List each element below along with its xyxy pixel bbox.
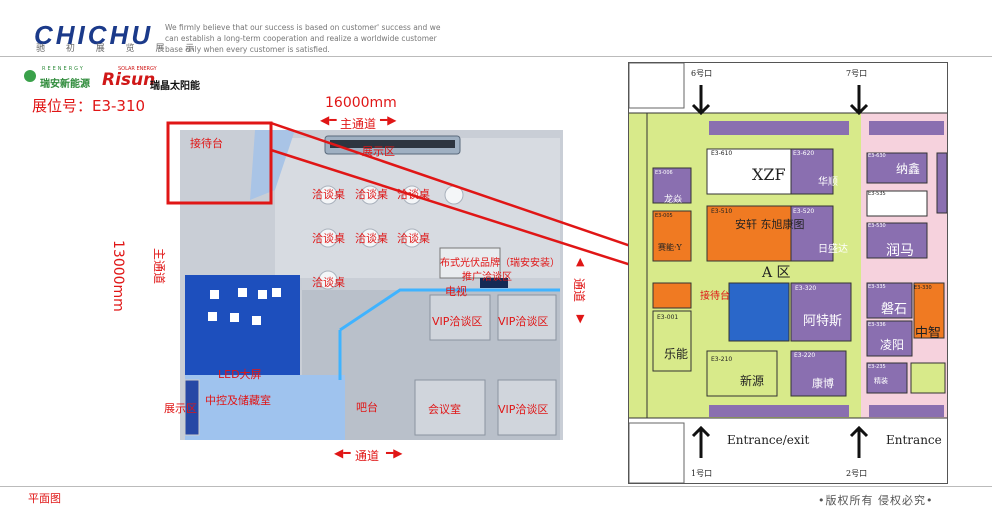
gate-6-label: 6号口 [691,69,713,78]
booth-id: E3-510 [711,208,733,215]
booth-height-dimension: 13000mm [110,240,126,312]
tv-label: 电视 [445,285,467,298]
booth-id: E3-320 [795,285,817,292]
gate-2-label: 2号口 [846,469,868,478]
booth-id: E3-610 [711,150,733,157]
vip-room-label: VIP洽谈区 [432,315,483,328]
booth-name: XZF [752,165,786,184]
booth-id: E3-005 [655,213,673,219]
negotiation-table-label: 洽谈桌 [312,232,345,245]
negotiation-table-label: 洽谈桌 [397,232,430,245]
vip-room-label: VIP洽谈区 [498,315,549,328]
header-divider [0,56,992,57]
aisle-right-label: 通道 [572,278,586,303]
main-aisle-left-label: 主通道 [152,248,166,285]
brand-left-name: 瑞安新能源 [40,79,90,90]
product-area-label: 布式光伏品牌（瑞安安装） [440,258,560,269]
booth-name: 精装 [874,377,888,385]
arrow-left-bottom-icon: ◀━ [334,446,351,460]
booth-id: E3-001 [657,314,679,321]
booth-name: 润马 [886,243,914,259]
led-screen-label: LED大屏 [218,368,262,381]
booth-name: 阿特斯 [803,314,843,329]
booth-name: 华顺 [818,177,838,188]
booth-name: 中智 [915,326,942,341]
copyright-notice: •版权所有 侵权必究• [818,494,934,507]
booth-id: E3-006 [655,170,673,176]
arrow-right-icon: ━▶ [380,113,397,127]
entrance-label: Entrance [886,433,942,447]
control-room-label: 中控及储藏室 [205,394,271,407]
booth-name: 安轩 东旭康图 [735,218,805,231]
booth-name: 乐能 [664,347,689,361]
negotiation-table-label: 洽谈桌 [397,188,430,201]
company-tagline: We firmly believe that our success is ba… [165,23,441,54]
booth-id: E3-330 [914,285,932,291]
booth-id: E3-530 [868,223,886,229]
entrance-exit-label: Entrance/exit [727,433,810,447]
brand-right-name: Risun [102,70,156,90]
vip-room-label: VIP洽谈区 [498,403,549,416]
booth-name: 赛能·Y [658,243,682,252]
aisle-bottom-label: 通道 [355,449,380,463]
gate-7-label: 7号口 [846,69,868,78]
arrow-left-icon: ◀━ [320,113,337,127]
booth-id: E3-336 [868,322,886,328]
booth-name: 龙焱 [664,195,683,205]
booth-id: E3-630 [868,153,886,159]
hall-reception-label: 接待台 [700,291,730,302]
hall-map-graphic [628,62,948,484]
reenergy-leaf-icon [24,70,36,82]
booth-id: E3-210 [711,356,733,363]
footer-divider [0,486,992,487]
booth-name: 纳鑫 [896,162,921,176]
booth-name: 磐石 [881,302,908,317]
booth-id: E3-520 [793,208,815,215]
promo-area-label: 推广洽谈区 [462,272,512,283]
booth-name: 新源 [740,374,765,388]
booth-name: 凌阳 [880,338,905,352]
booth-id: E3-235 [868,364,886,370]
display-area-top-label: 展示区 [362,145,395,158]
brand-right-cn: 瑞晶太阳能 [150,81,200,92]
arrow-down-icon: ▼ [576,312,585,325]
gate-1-label: 1号口 [691,469,713,478]
company-logo-subtitle: 驰 初 展 览 展 示 [36,44,204,54]
reception-label: 接待台 [190,137,223,150]
booth-name: 康博 [812,377,834,390]
arrow-right-bottom-icon: ━▶ [386,446,403,460]
bar-counter-label: 吧台 [356,401,378,414]
booth-name: 日盛达 [818,244,848,255]
arrow-up-icon: ▲ [576,255,585,268]
company-logo: CHICHU [34,20,154,50]
booth-id: E3-335 [868,284,886,290]
booth-width-dimension: 16000mm [325,95,397,111]
booth-plan-graphic [180,130,563,440]
booth-number: 展位号：E3-310 [32,97,146,115]
negotiation-table-label: 洽谈桌 [312,276,345,289]
negotiation-table-label: 洽谈桌 [355,188,388,201]
display-area-left-label: 展示区 [164,402,197,415]
plan-label: 平面图 [28,492,61,505]
brand-left-small: REENERGY [42,66,85,72]
booth-id: E3-535 [868,191,886,197]
negotiation-table-label: 洽谈桌 [355,232,388,245]
zone-a-label: A 区 [762,265,791,281]
booth-id: E3-620 [793,150,815,157]
main-aisle-top-label: 主通道 [340,117,377,131]
booth-plan [180,130,563,440]
meeting-room-label: 会议室 [428,403,461,416]
hall-map [628,62,948,484]
booth-id: E3-220 [794,352,816,359]
brand-right-small: SOLAR ENERGY [118,66,157,72]
negotiation-table-label: 洽谈桌 [312,188,345,201]
